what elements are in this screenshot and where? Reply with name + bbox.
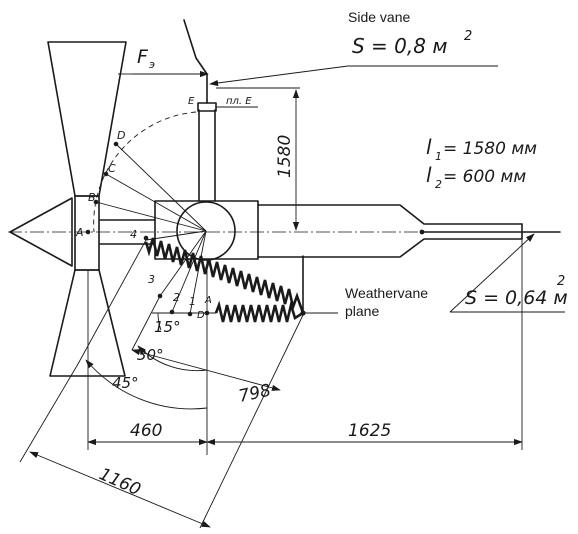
line-30 xyxy=(131,295,161,351)
point-3-label: 3 xyxy=(148,273,155,286)
arc-15 xyxy=(157,312,162,331)
pl-e-label: пл. E xyxy=(226,96,252,107)
point-e-label: E xyxy=(188,96,195,107)
tail-area: S = 0,64 м xyxy=(465,287,568,309)
side-vane-label: Side vane xyxy=(348,9,410,25)
turntable-circle xyxy=(176,201,236,261)
angle-30-label: 30° xyxy=(137,346,164,364)
dim-798-line xyxy=(131,349,281,391)
point-a-label: A xyxy=(75,226,84,239)
side-vane-area-exponent: 2 xyxy=(464,29,472,44)
ray-c xyxy=(105,173,207,232)
point-a-dot xyxy=(85,229,91,235)
ext-798 xyxy=(199,314,304,529)
dim-460-text: 460 xyxy=(130,421,162,441)
point-d-dot xyxy=(113,141,119,147)
l1-value: = 1580 мм xyxy=(443,139,537,159)
spring-anchor xyxy=(300,310,306,316)
dim-1160-line xyxy=(29,451,211,528)
point-4-dot xyxy=(143,235,149,241)
weathervane-label-line2: plane xyxy=(345,303,379,319)
dim-798-text: 798 xyxy=(237,381,273,407)
ray-1 xyxy=(189,230,207,315)
tail-area-leader xyxy=(449,233,535,313)
ray-b xyxy=(95,201,207,232)
ext-1160 xyxy=(19,363,79,463)
point-d-label: D xyxy=(117,129,125,142)
l1-symbol: l xyxy=(426,135,432,159)
tail-boom-top xyxy=(257,204,523,225)
dim-1160-text: 1160 xyxy=(96,464,144,500)
point-a-bottom-label: A xyxy=(204,295,212,306)
lower-spring xyxy=(214,300,304,323)
point-d-bottom-label: D xyxy=(197,310,205,321)
point-2-label: 2 xyxy=(173,291,180,304)
point-4-label: 4 xyxy=(130,228,137,241)
l1-subscript: 1 xyxy=(435,150,442,163)
angle-45-label: 45° xyxy=(112,374,139,392)
force-subscript: э xyxy=(149,58,155,71)
point-1-dot xyxy=(187,311,193,317)
force-label: F xyxy=(137,46,149,68)
point-2-dot xyxy=(169,309,175,315)
mast-cap xyxy=(197,102,217,112)
point-c-dot xyxy=(103,171,109,177)
angle-15-label: 15° xyxy=(154,318,181,336)
weathervane-label-line1: Weathervane xyxy=(345,285,428,301)
point-b-label: B xyxy=(88,191,96,204)
arc-45 xyxy=(85,359,208,410)
point-c-label: C xyxy=(108,162,116,175)
head-housing xyxy=(154,200,259,260)
dim-1580-text: 1580 xyxy=(275,135,295,178)
side-vane-leader xyxy=(209,65,349,87)
side-vane xyxy=(183,19,208,104)
lower-blade xyxy=(49,269,126,377)
ray-4 xyxy=(145,230,207,241)
tail-boom-bottom xyxy=(257,238,523,258)
side-vane-area: S = 0,8 м xyxy=(352,34,447,58)
point-b-dot xyxy=(93,199,99,205)
l2-subscript: 2 xyxy=(435,178,442,191)
upper-spring xyxy=(144,237,305,314)
point-1-label: 1 xyxy=(189,295,196,308)
ray-3 xyxy=(159,230,207,297)
line-45 xyxy=(77,239,147,365)
rotor-hub xyxy=(74,195,100,271)
ray-2 xyxy=(171,230,207,313)
nose-cone xyxy=(9,197,73,267)
ray-d xyxy=(115,143,207,232)
tail-area-exponent: 2 xyxy=(557,274,565,289)
l2-symbol: l xyxy=(426,163,432,187)
l2-value: = 600 мм xyxy=(443,167,526,187)
tail-pivot-dot xyxy=(419,229,425,235)
dim-1625-text: 1625 xyxy=(348,421,391,441)
